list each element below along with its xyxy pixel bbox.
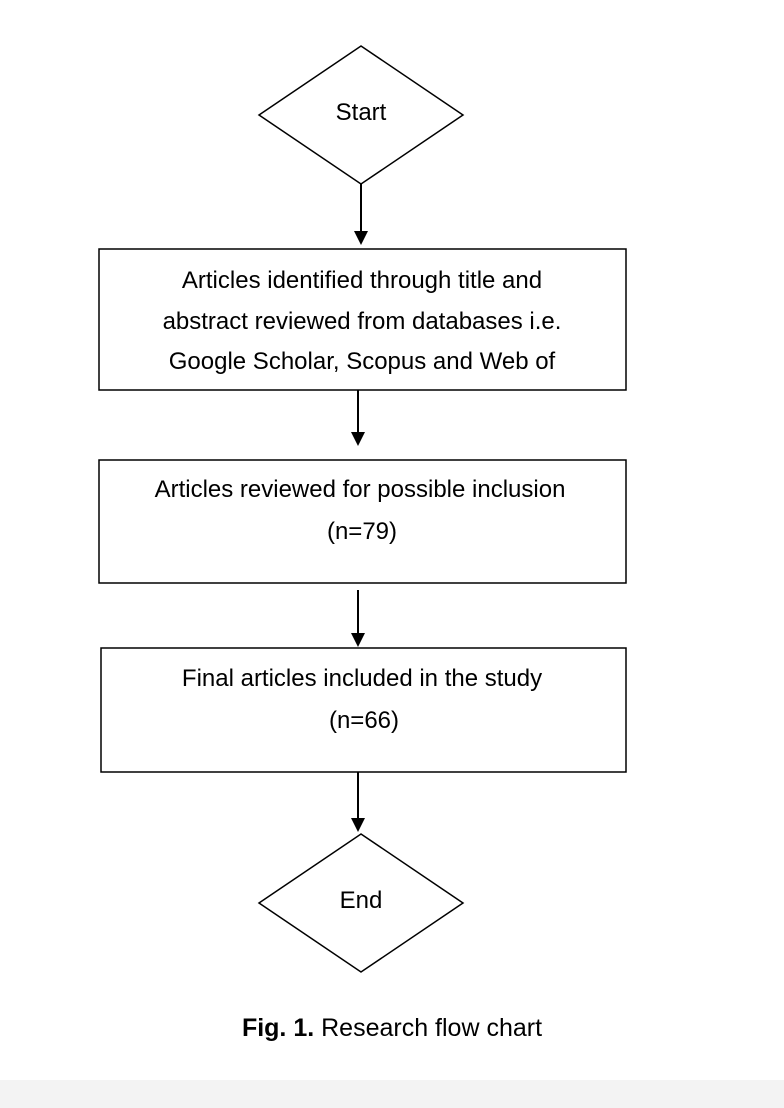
start-node: Start	[257, 45, 465, 185]
step2-node: Articles reviewed for possible inclusion…	[98, 459, 627, 584]
end-label: End	[340, 887, 383, 914]
end-node: End	[257, 833, 465, 973]
step3-box	[100, 647, 627, 773]
step3-node: Final articles included in the study (n=…	[100, 647, 627, 773]
figure-caption: Fig. 1. Research flow chart	[0, 1010, 784, 1046]
step1-line-3: Google Scholar, Scopus and Web of	[169, 348, 556, 375]
step3-line-2: (n=66)	[329, 707, 399, 734]
end-diamond	[257, 833, 465, 973]
step1-box	[98, 248, 627, 391]
caption-text: Research flow chart	[314, 1014, 543, 1042]
arrow-step1-to-step2	[351, 390, 365, 446]
step3-line-1: Final articles included in the study	[182, 665, 542, 692]
arrow-start-to-step1	[354, 184, 368, 245]
step2-box	[98, 459, 627, 584]
arrow-step3-to-end	[351, 772, 365, 832]
page-bottom-strip	[0, 1080, 784, 1108]
step2-line-1: Articles reviewed for possible inclusion	[155, 476, 566, 503]
caption-label: Fig. 1.	[241, 1014, 315, 1042]
step1-line-2: abstract reviewed from databases i.e.	[163, 308, 562, 335]
step1-line-1: Articles identified through title and	[182, 267, 542, 294]
step1-node: Articles identified through title and ab…	[98, 248, 627, 391]
arrow-step2-to-step3	[351, 590, 365, 647]
start-label: Start	[336, 99, 387, 126]
flowchart: Start Articles identified through title …	[98, 45, 627, 973]
step2-line-2: (n=79)	[327, 518, 397, 545]
